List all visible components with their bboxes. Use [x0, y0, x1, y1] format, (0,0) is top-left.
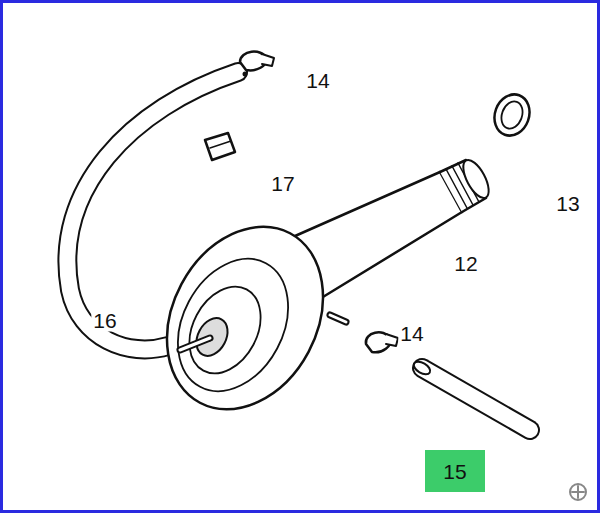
side-nipple-inner — [330, 315, 346, 322]
side-nipple — [330, 315, 346, 322]
callout-number: 16 — [91, 309, 118, 332]
callout-number: 12 — [452, 252, 479, 275]
tube-end — [412, 359, 433, 377]
valve-disc — [136, 199, 353, 436]
nozzle-pin — [180, 338, 210, 350]
washer — [489, 89, 535, 140]
washer-hole — [498, 98, 526, 131]
callout-number: 15 — [443, 461, 466, 482]
callout-number: 13 — [554, 192, 581, 215]
callout-box: 15 — [425, 450, 485, 492]
disc-ring — [175, 274, 275, 385]
clip-detail — [210, 141, 231, 148]
clamp-screw — [243, 72, 248, 77]
clamp-tab — [386, 334, 398, 346]
corner-logo — [570, 484, 586, 500]
tube-outline — [422, 368, 530, 430]
disc-ring — [156, 240, 310, 411]
shaft-end — [458, 156, 494, 202]
callout-number: 14 — [398, 322, 425, 345]
nozzle-pin-inner — [180, 338, 210, 350]
callout-number: 14 — [304, 69, 331, 92]
callout-number: 17 — [269, 172, 296, 195]
clip-part — [205, 133, 235, 160]
tube-inner — [422, 368, 530, 430]
corner-logo — [572, 486, 584, 498]
clamp-tab — [262, 54, 274, 66]
